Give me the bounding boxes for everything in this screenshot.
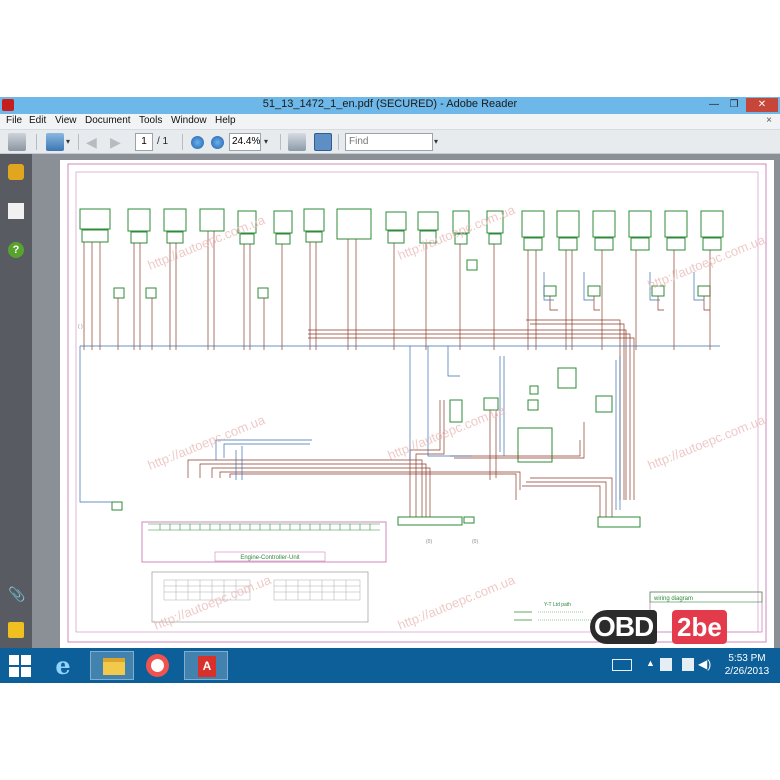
windows-logo-icon <box>9 655 19 665</box>
help-icon[interactable]: ? <box>8 242 24 258</box>
comments-icon[interactable] <box>8 622 24 638</box>
toolbar-separator <box>182 134 183 150</box>
watermark-text: http://autoepc.com.ua <box>646 412 768 473</box>
page-total-label: / 1 <box>157 136 169 147</box>
action-center-flag-icon[interactable] <box>660 658 672 671</box>
lifebuoy-icon <box>146 654 169 677</box>
find-input[interactable]: Find <box>345 133 433 151</box>
minimize-button[interactable]: — <box>709 99 719 110</box>
zoom-out-icon[interactable] <box>191 136 204 149</box>
toolbar-separator <box>36 134 37 150</box>
folder-icon <box>103 658 125 675</box>
adobe-reader-icon[interactable] <box>2 99 14 111</box>
watermark-text: http://autoepc.com.ua <box>152 572 274 633</box>
help-support-button[interactable] <box>140 651 176 680</box>
menu-view[interactable]: View <box>55 115 77 126</box>
previous-page-icon[interactable]: ◀ <box>86 134 97 150</box>
clock-time[interactable]: 5:53 PM <box>728 653 766 664</box>
side-reference: ( ) <box>78 324 83 330</box>
toolbar-separator <box>280 134 281 150</box>
menu-document[interactable]: Document <box>85 115 131 126</box>
toolbar: ▾ ◀ ▶ 1 / 1 24.4% ▾ Find ▾ <box>0 130 780 154</box>
show-hidden-icons-icon[interactable]: ▲ <box>646 658 655 668</box>
share-icon[interactable] <box>46 133 64 151</box>
drawing-frame <box>67 163 767 643</box>
menu-help[interactable]: Help <box>215 115 236 126</box>
document-viewer[interactable]: Engine-Controller-Unit Y-T Ltd path <box>32 154 780 648</box>
watermark-text: http://autoepc.com.ua <box>646 232 768 293</box>
windows-logo-icon <box>9 667 19 677</box>
legend-lines <box>514 611 532 621</box>
watermark-text: http://autoepc.com.ua <box>386 402 508 463</box>
ecu-connector-drawing <box>151 571 369 623</box>
zoom-level-input[interactable]: 24.4% <box>229 133 261 151</box>
clock-date[interactable]: 2/26/2013 <box>724 666 770 677</box>
connector-label: (0) <box>472 539 478 545</box>
print-icon[interactable] <box>8 133 26 151</box>
wiring-diagram: Engine-Controller-Unit Y-T Ltd path <box>67 163 768 643</box>
close-document-button[interactable]: × <box>766 115 772 126</box>
obd2be-logo: OBD 2be <box>590 610 740 644</box>
menu-file[interactable]: File <box>6 115 23 126</box>
next-page-icon[interactable]: ▶ <box>110 134 121 150</box>
file-explorer-button[interactable] <box>90 651 134 680</box>
engine-controller-unit-box <box>141 521 387 563</box>
power-wires <box>83 231 711 517</box>
zoom-in-icon[interactable] <box>211 136 224 149</box>
ecu-pins <box>148 523 380 531</box>
maximize-button[interactable]: ❐ <box>729 99 739 110</box>
adobe-reader-taskbar-button[interactable]: A <box>184 651 228 680</box>
page-thumbnails-icon[interactable] <box>8 203 24 219</box>
menu-bar: File Edit View Document Tools Window Hel… <box>0 114 780 130</box>
pdf-page: Engine-Controller-Unit Y-T Ltd path <box>60 160 774 648</box>
adobe-pdf-icon: A <box>198 656 216 677</box>
title-bar: 51_13_1472_1_en.pdf (SECURED) - Adobe Re… <box>0 97 780 114</box>
windows-logo-icon <box>21 667 31 677</box>
logo-2be-text: 2be <box>672 610 727 644</box>
desktop-screen: 51_13_1472_1_en.pdf (SECURED) - Adobe Re… <box>0 97 780 683</box>
connector-label: (0) <box>426 539 432 545</box>
network-icon[interactable] <box>682 658 694 671</box>
watermark-text: http://autoepc.com.ua <box>146 412 268 473</box>
navigation-pane: ? 📎 <box>0 154 32 648</box>
page-number-input[interactable]: 1 <box>135 133 153 151</box>
watermark-text: http://autoepc.com.ua <box>396 572 518 633</box>
taskbar: e A ▲ ◀) 5:53 PM 2/26/2013 <box>0 648 780 683</box>
zoom-dropdown-icon[interactable]: ▾ <box>264 137 269 146</box>
ecu-label-box <box>214 551 326 562</box>
close-button[interactable]: ✕ <box>746 98 778 112</box>
ecu-label: Engine-Controller-Unit <box>240 555 300 561</box>
security-lock-icon[interactable] <box>8 164 24 180</box>
title-block-label: wiring diagram <box>653 596 693 602</box>
internet-explorer-icon[interactable]: e <box>55 651 71 680</box>
legend-heading: Y-T Ltd path <box>544 602 571 608</box>
top-components <box>79 208 724 528</box>
window-title: 51_13_1472_1_en.pdf (SECURED) - Adobe Re… <box>262 98 518 110</box>
toolbar-separator <box>338 134 339 150</box>
share-dropdown-icon[interactable]: ▾ <box>66 137 71 146</box>
drawing-inner-frame <box>75 171 759 633</box>
menu-edit[interactable]: Edit <box>29 115 47 126</box>
volume-icon[interactable]: ◀) <box>698 657 712 671</box>
fit-page-icon[interactable] <box>288 133 306 151</box>
toolbar-separator <box>78 134 79 150</box>
keyboard-icon[interactable] <box>612 659 632 671</box>
attachments-icon[interactable]: 📎 <box>8 586 26 602</box>
watermarks: http://autoepc.com.ua http://autoepc.com… <box>146 202 768 633</box>
start-button[interactable] <box>6 651 34 680</box>
logo-obd-text: OBD <box>590 610 658 644</box>
signal-wires <box>79 272 720 510</box>
find-dropdown-icon[interactable]: ▾ <box>434 137 439 146</box>
fit-width-icon[interactable] <box>314 133 332 151</box>
menu-window[interactable]: Window <box>171 115 207 126</box>
menu-tools[interactable]: Tools <box>139 115 163 126</box>
ecu-connector-pins <box>163 579 361 601</box>
windows-logo-icon <box>21 655 31 665</box>
